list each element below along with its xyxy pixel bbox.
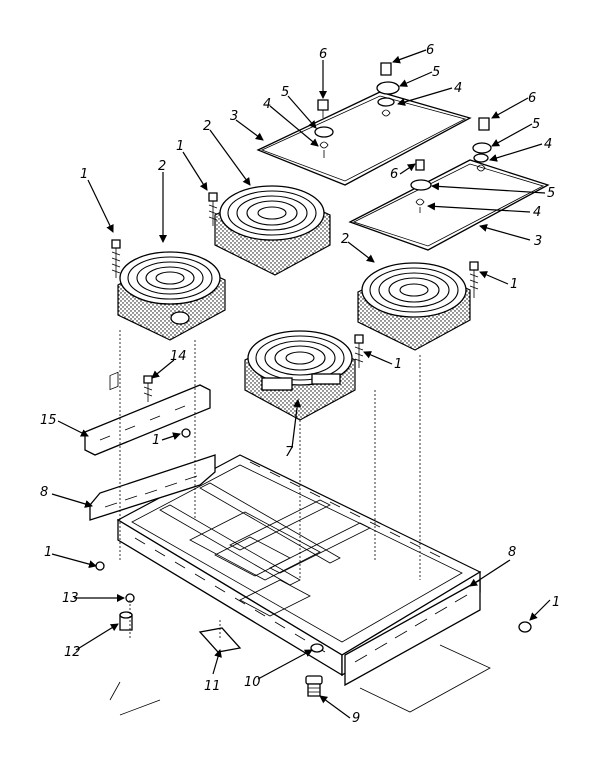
callout-4: 4 [454, 81, 462, 96]
callout-8: 8 [508, 545, 516, 560]
callout-9: 9 [352, 711, 360, 726]
callout-3: 3 [534, 234, 542, 249]
knob-cap-1 [317, 99, 329, 118]
burner-left [117, 251, 226, 341]
bracket-screw [143, 375, 153, 402]
knob-cap-3 [478, 117, 490, 131]
screw-back-burner [208, 192, 218, 226]
callout-2: 2 [203, 119, 211, 134]
leader-lines [51, 49, 551, 719]
callout-1: 1 [552, 595, 560, 610]
washer-2 [376, 81, 400, 107]
callout-14: 14 [170, 349, 187, 364]
callout-4: 4 [544, 137, 552, 152]
callout-labels: 1 2 1 2 3 6 5 4 6 5 4 6 5 4 6 5 4 3 2 1 … [40, 43, 560, 726]
callout-13: 13 [62, 591, 79, 606]
screw-base-right [518, 621, 532, 633]
ignitor-2 [381, 109, 391, 117]
callout-1: 1 [394, 357, 402, 372]
callout-12: 12 [64, 645, 81, 660]
callout-1: 1 [44, 545, 52, 560]
callout-6: 6 [528, 91, 536, 106]
leveling-leg [305, 675, 323, 697]
knob-cap-4 [415, 159, 425, 171]
ignitor-1 [319, 141, 329, 158]
screw-right-burner [469, 261, 479, 298]
callout-3: 3 [230, 109, 238, 124]
callout-5: 5 [432, 65, 440, 80]
label-plate [198, 627, 242, 653]
leg-nut [310, 643, 324, 653]
left-side-rail [89, 454, 216, 521]
screw-center-burner [354, 334, 364, 368]
callout-2: 2 [158, 159, 166, 174]
callout-4: 4 [533, 205, 541, 220]
callout-5: 5 [281, 85, 289, 100]
callout-7: 7 [285, 445, 294, 460]
washer-1 [314, 126, 334, 138]
knob-cap-2 [380, 62, 392, 76]
right-side-rail [344, 578, 491, 713]
screw-left-burner [111, 239, 121, 278]
callout-1: 1 [510, 277, 518, 292]
callout-11: 11 [204, 679, 221, 694]
callout-1: 1 [176, 139, 184, 154]
burner-center [244, 330, 356, 421]
callout-4: 4 [263, 97, 271, 112]
washer-4 [410, 179, 432, 191]
bracket [84, 371, 211, 456]
clip [119, 611, 133, 631]
screw-base-left [95, 561, 105, 571]
screw-bracket [181, 428, 191, 438]
burner-right [357, 262, 471, 351]
callout-6: 6 [319, 47, 327, 62]
callout-15: 15 [40, 413, 57, 428]
callout-10: 10 [244, 675, 261, 690]
gasket-back [256, 91, 472, 186]
callout-8: 8 [40, 485, 48, 500]
callout-2: 2 [341, 232, 349, 247]
assembly-lines [119, 330, 421, 640]
callout-5: 5 [547, 186, 555, 201]
callout-6: 6 [426, 43, 434, 58]
ignitor-4 [415, 198, 425, 213]
ignitor-3 [476, 164, 486, 172]
callout-1: 1 [80, 167, 88, 182]
washer-3 [472, 142, 492, 163]
callout-5: 5 [532, 117, 540, 132]
burner-back [214, 185, 331, 276]
callout-6: 6 [390, 167, 398, 182]
corner-mark [109, 681, 161, 716]
callout-1: 1 [152, 433, 160, 448]
